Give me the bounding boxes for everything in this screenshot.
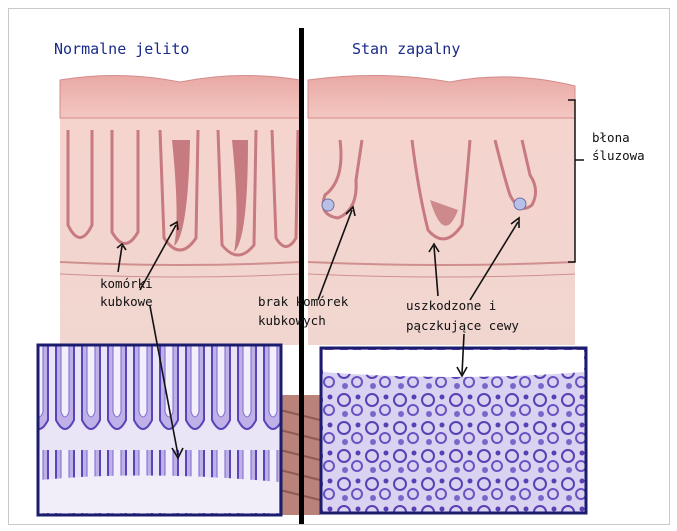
label-no-goblet-2: kubkowych xyxy=(258,313,326,329)
histology-normal-panel xyxy=(38,345,281,515)
title-normal: Normalne jelito xyxy=(54,40,189,58)
center-divider xyxy=(299,28,304,524)
label-mucosa-2: śluzowa xyxy=(592,148,645,164)
label-damaged-2: pączkujące cewy xyxy=(406,318,519,334)
label-no-goblet-1: brak komórek xyxy=(258,294,348,310)
label-goblet-2: kubkowe xyxy=(100,294,153,310)
label-goblet-1: komórki xyxy=(100,276,153,292)
label-mucosa-1: błona xyxy=(592,130,630,146)
title-inflamed: Stan zapalny xyxy=(352,40,460,58)
histology-inflamed-panel xyxy=(321,348,586,513)
label-damaged-1: uszkodzone i xyxy=(406,298,496,314)
